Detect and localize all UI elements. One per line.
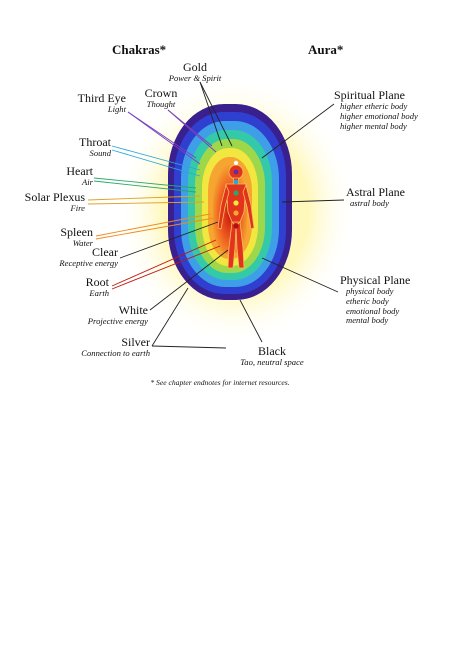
label-astral-plane: Astral Plane astral body <box>346 185 405 209</box>
label-spleen: Spleen Water <box>60 225 93 249</box>
leader-heart-a <box>93 177 197 189</box>
label-silver: Silver Connection to earth <box>81 335 150 359</box>
leader-throat-a <box>111 145 201 171</box>
leader-astral <box>281 199 345 203</box>
leader-spleen-b <box>95 217 215 240</box>
label-spiritual-plane: Spiritual Plane higher etheric body high… <box>334 88 418 131</box>
leader-lines <box>87 81 345 349</box>
leader-throat-b <box>111 149 201 177</box>
label-solar-plexus: Solar Plexus Fire <box>24 190 85 214</box>
leader-heart-b <box>93 180 197 193</box>
chakra-dot-heart <box>233 190 239 196</box>
leader-spleen-a <box>95 213 211 237</box>
leader-root-b <box>111 245 221 290</box>
chakra-dot-throat <box>233 179 239 185</box>
leader-spiritual <box>261 103 335 159</box>
chakra-dot-root <box>233 223 239 229</box>
leader-gold-a <box>199 81 223 147</box>
figure-right-arm <box>242 183 255 230</box>
label-gold: Gold Power & Spirit <box>168 60 222 84</box>
label-crown: Crown Thought <box>144 86 178 110</box>
label-clear: Clear Receptive energy <box>59 245 118 269</box>
footnote: * See chapter endnotes for internet reso… <box>150 378 290 387</box>
label-heart: Heart Air <box>66 164 93 188</box>
label-white: White Projective energy <box>87 303 148 327</box>
label-root: Root Earth <box>85 275 109 299</box>
leader-solar-a <box>87 195 201 201</box>
leader-clear <box>119 221 219 259</box>
label-black: Black Tao, neutral space <box>240 344 304 368</box>
label-third-eye: Third Eye Light <box>77 91 126 115</box>
label-physical-plane: Physical Plane physical body etheric bod… <box>340 273 411 326</box>
leader-silver-a <box>151 287 189 347</box>
heading-chakras: Chakras* <box>112 42 167 57</box>
figure-left-arm <box>217 183 230 230</box>
leader-crown-b <box>167 109 217 153</box>
leader-gold-b <box>199 81 233 147</box>
human-figure <box>217 164 255 269</box>
label-throat: Throat Sound <box>79 135 111 159</box>
leader-physical <box>261 257 339 293</box>
leader-white <box>149 249 229 311</box>
chakra-points <box>233 160 239 229</box>
chakra-dot-crown <box>233 160 239 166</box>
leader-solar-b <box>87 201 205 205</box>
chakra-dot-solar-plexus <box>233 200 239 206</box>
leader-root-a <box>111 239 217 287</box>
chakra-dot-third-eye <box>233 169 239 175</box>
leader-third-eye-b <box>127 111 201 165</box>
leader-black <box>239 299 263 343</box>
chakra-dot-spleen <box>233 210 239 216</box>
leader-silver-b <box>151 345 227 349</box>
heading-aura: Aura* <box>308 42 344 57</box>
